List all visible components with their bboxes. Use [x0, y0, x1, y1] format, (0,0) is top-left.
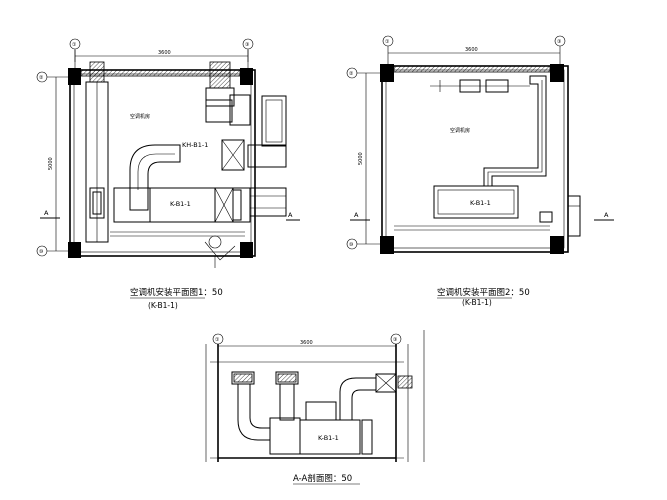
axis-bubble-left-bottom: ⑩ — [346, 238, 358, 250]
svg-text:A: A — [604, 211, 609, 219]
plan-2-caption: 空调机安装平面图2：50 — [437, 287, 530, 298]
plan-2: 3600 ① ③ ② ⑩ 5000 — [346, 35, 614, 307]
plan-1: 3600 ① ③ ② ⑩ 5000 — [36, 38, 300, 310]
svg-text:③: ③ — [557, 39, 561, 45]
svg-text:空调机房: 空调机房 — [130, 113, 150, 120]
axis-bubble-left-top: ② — [36, 71, 48, 83]
svg-text:A: A — [44, 209, 49, 217]
section-caption: A-A剖面图：50 — [293, 473, 352, 484]
unit-label-kh-b1-1: KH-B1-1 — [182, 141, 208, 149]
svg-text:A: A — [354, 211, 359, 219]
svg-text:②: ② — [349, 71, 354, 77]
axis-bubble-top-right: ③ — [242, 38, 254, 50]
svg-text:③: ③ — [245, 42, 249, 48]
unit-label-k-b1-1: K-B1-1 — [170, 200, 191, 208]
svg-text:⑩: ⑩ — [349, 242, 354, 248]
svg-text:3600: 3600 — [300, 340, 313, 346]
axis-bubble-right: ③ — [390, 333, 402, 345]
section-a-a: 3600 ① ③ K-B1-1 — [205, 330, 425, 485]
svg-text:3600: 3600 — [465, 47, 478, 53]
svg-text:3600: 3600 — [158, 50, 171, 56]
unit-label-k-b1-1: K-B1-1 — [318, 434, 339, 442]
svg-text:空调机房: 空调机房 — [450, 127, 470, 134]
plan-2-sub-caption: (K-B1-1) — [462, 298, 492, 307]
axis-bubble-top-left: ① — [382, 35, 394, 47]
svg-text:⑩: ⑩ — [39, 249, 44, 255]
svg-text:②: ② — [39, 75, 44, 81]
axis-bubble-left-top: ② — [346, 67, 358, 79]
svg-text:5000: 5000 — [48, 157, 54, 170]
svg-text:③: ③ — [393, 337, 397, 343]
svg-text:①: ① — [215, 337, 220, 343]
svg-text:①: ① — [72, 42, 77, 48]
unit-label-k-b1-1: K-B1-1 — [470, 199, 491, 207]
svg-text:①: ① — [385, 39, 390, 45]
plan-1-sub-caption: (K-B1-1) — [148, 301, 178, 310]
svg-text:A: A — [288, 211, 293, 219]
axis-bubble-top-right: ③ — [554, 35, 566, 47]
axis-bubble-top-left: ① — [69, 38, 81, 50]
plan-1-caption: 空调机安装平面图1：50 — [130, 287, 223, 298]
svg-text:5000: 5000 — [358, 152, 364, 165]
axis-bubble-left-bottom: ⑩ — [36, 245, 48, 257]
axis-bubble-left: ① — [212, 333, 224, 345]
